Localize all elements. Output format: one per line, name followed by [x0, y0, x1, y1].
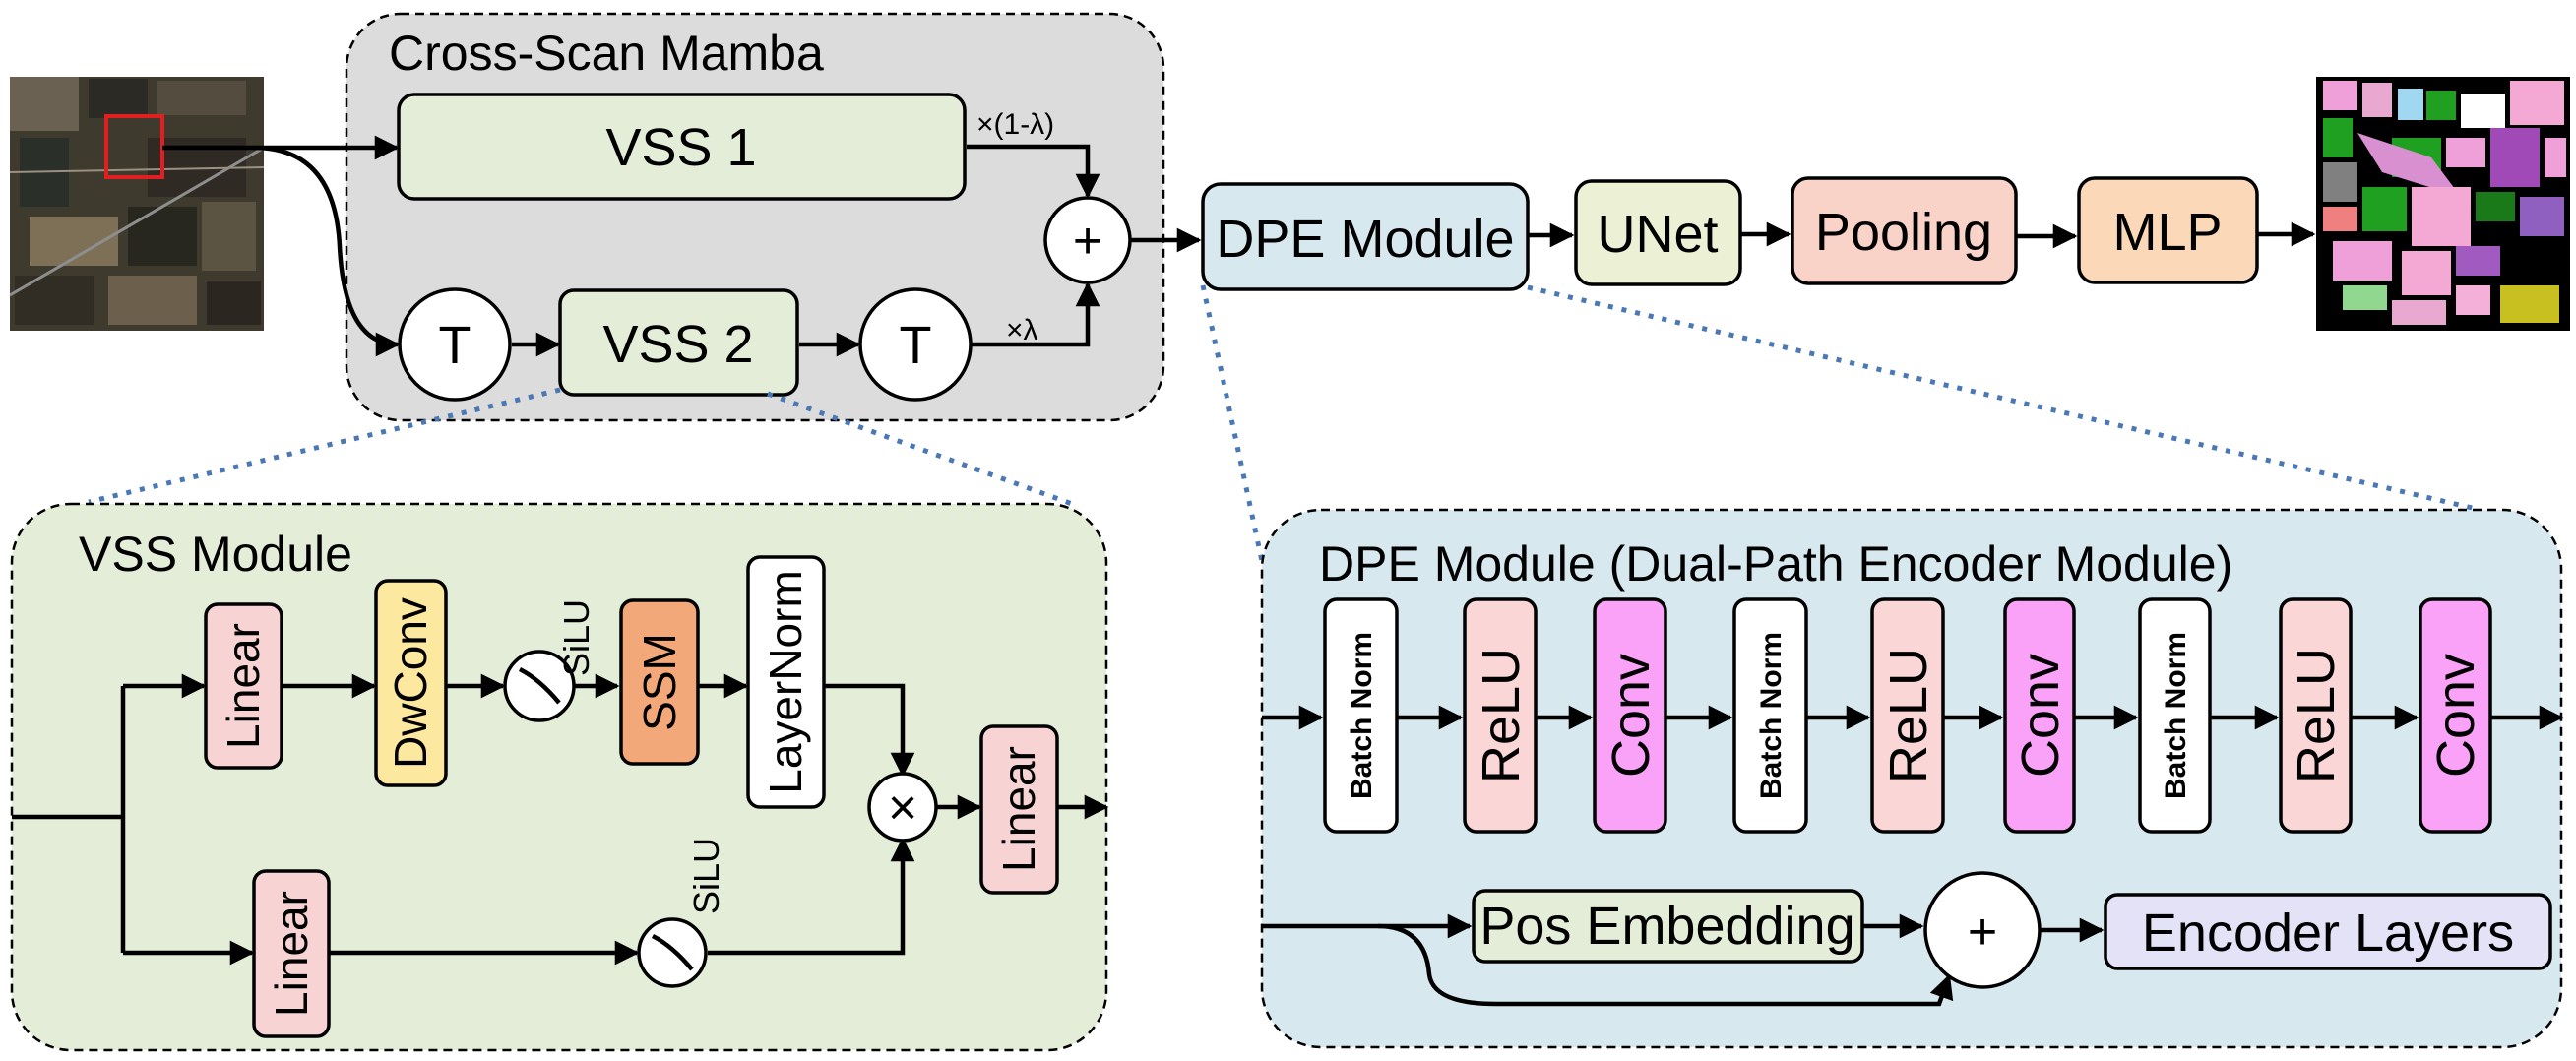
relu-block-3 [2279, 597, 2353, 834]
transpose-label-b: T [900, 316, 932, 375]
linear-out-block [979, 724, 1059, 895]
vss-module-title: VSS Module [79, 527, 352, 582]
encoder-layers-block [2104, 893, 2552, 970]
layernorm-block [746, 555, 826, 809]
batchnorm-block-3 [2138, 597, 2212, 834]
conv-label-2: Conv [2011, 654, 2070, 778]
dpe-sum-symbol: + [1968, 904, 1997, 961]
unet-label: UNet [1597, 205, 1718, 264]
relu-label-2: ReLU [1879, 648, 1938, 783]
dwconv-label: DwConv [385, 597, 436, 769]
silu-bottom-node [637, 917, 708, 988]
batchnorm-label-1: Batch Norm [1346, 632, 1378, 799]
ssm-label: SSM [634, 633, 685, 731]
vss-connectors [12, 673, 1109, 966]
relu-label-3: ReLU [2287, 648, 2346, 783]
batchnorm-block-2 [1732, 597, 1808, 834]
pooling-block [1791, 176, 2018, 285]
transpose-label-a: T [439, 316, 471, 375]
output-classification-map [2316, 77, 2570, 331]
input-hyperspectral-image [10, 77, 264, 331]
batchnorm-label-2: Batch Norm [1755, 632, 1788, 799]
cross-scan-title: Cross-Scan Mamba [389, 26, 824, 81]
relu-block-2 [1870, 597, 1945, 834]
pipeline-connectors [1528, 221, 2316, 249]
mlp-block [2077, 176, 2259, 284]
silu-top-label: SiLU [556, 599, 597, 676]
ssm-block [619, 598, 700, 766]
conv-block-2 [2003, 597, 2076, 834]
conv-label-1: Conv [1602, 654, 1661, 778]
batchnorm-label-3: Batch Norm [2160, 632, 2192, 799]
encoder-layers-label: Encoder Layers [2142, 904, 2514, 963]
layernorm-label: LayerNorm [760, 570, 811, 794]
cross-scan-connectors [162, 135, 1202, 357]
conv-block-3 [2419, 597, 2492, 834]
relu-block-1 [1463, 597, 1538, 834]
pos-embedding-label: Pos Embedding [1479, 897, 1854, 956]
dpe-sum-node [1923, 871, 2042, 989]
vss2-label: VSS 2 [602, 315, 753, 374]
pos-embedding-block [1472, 889, 1864, 964]
silu-bottom-curve [651, 933, 694, 971]
silu-top-curve [518, 666, 561, 705]
weight-top-label: ×(1-λ) [976, 108, 1054, 141]
zoom-connectors [88, 284, 2482, 562]
dpe-module-label: DPE Module [1216, 210, 1514, 269]
vss1-label: VSS 1 [605, 118, 756, 177]
linear-bottom-label: Linear [266, 891, 317, 1017]
relu-label-1: ReLU [1472, 648, 1531, 783]
dpe-path-connectors [1262, 913, 2105, 1007]
linear-bottom-block [252, 869, 331, 1038]
conv-label-3: Conv [2426, 654, 2485, 778]
weight-bottom-label: ×λ [1006, 314, 1038, 346]
sum-symbol: + [1073, 213, 1102, 270]
batchnorm-block-1 [1323, 597, 1399, 834]
linear-top-label: Linear [218, 623, 269, 749]
linear-top-block [204, 602, 283, 770]
silu-bottom-label: SiLU [686, 838, 726, 914]
multiply-node [867, 772, 938, 843]
mlp-label: MLP [2112, 203, 2222, 262]
vss-module-panel [10, 502, 1108, 1052]
linear-out-label: Linear [993, 746, 1044, 872]
dwconv-block [374, 579, 448, 787]
pooling-label: Pooling [1815, 203, 1992, 262]
multiply-symbol: × [888, 780, 917, 837]
dpe-module-title: DPE Module (Dual-Path Encoder Module) [1319, 536, 2232, 592]
conv-block-1 [1593, 597, 1667, 834]
